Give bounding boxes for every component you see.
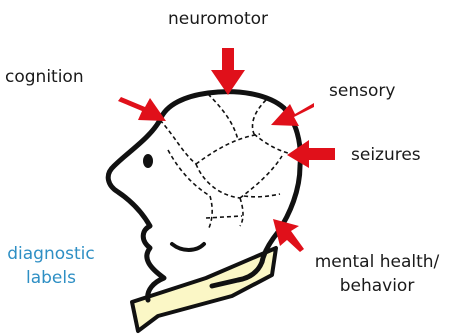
label-mental-health-line2: behavior	[303, 277, 451, 297]
label-mental-health: mental health/ behavior	[303, 253, 451, 296]
arrows	[118, 48, 335, 252]
label-sensory: sensory	[329, 82, 395, 102]
label-seizures: seizures	[351, 146, 421, 166]
brain-regions	[160, 94, 292, 230]
arrow-sensory	[271, 103, 314, 126]
label-cognition: cognition	[5, 68, 84, 88]
label-mental-health-line1: mental health/	[303, 253, 451, 273]
eye	[143, 154, 153, 168]
arrow-seizures	[287, 140, 335, 168]
arrow-neuromotor	[211, 48, 245, 95]
collar	[132, 248, 276, 331]
label-neuromotor: neuromotor	[168, 10, 268, 30]
label-diagnostic-line1: diagnostic	[2, 245, 100, 265]
arrow-cognition	[118, 97, 166, 121]
label-diagnostic-line2: labels	[2, 269, 100, 289]
mouth	[172, 244, 204, 250]
label-diagnostic: diagnostic labels	[2, 245, 100, 288]
